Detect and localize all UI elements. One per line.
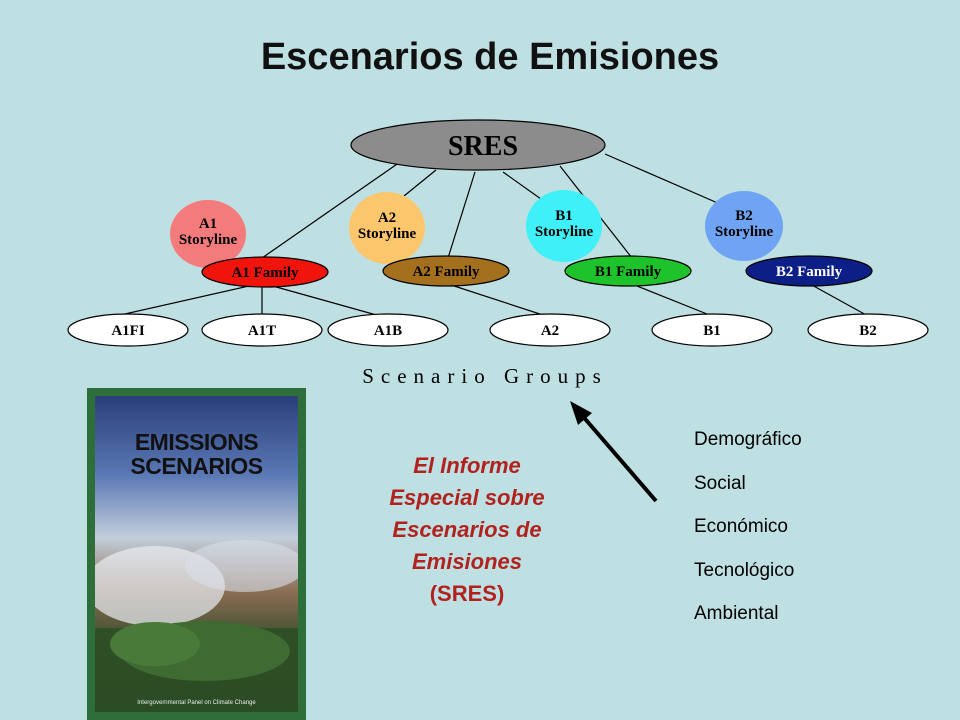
report-line-2: Especial sobre <box>389 485 545 510</box>
factor-item: Demográfico <box>694 429 802 450</box>
book-cover-image: EMISSIONS SCENARIOS Intergovernmental Pa… <box>95 396 298 712</box>
family-node-a1 <box>201 256 329 288</box>
scenario-group-label: A1B <box>374 323 402 339</box>
report-line-4: Emisiones <box>411 549 523 574</box>
storyline-label: Storyline <box>715 224 774 240</box>
storyline-label: A2 <box>378 210 396 226</box>
scenario-group-node <box>651 313 773 347</box>
report-line-1: El Informe <box>413 453 521 478</box>
family-label: A1 Family <box>231 265 299 281</box>
scenario-group-label: A2 <box>541 323 559 339</box>
storyline-node-b2 <box>705 191 783 261</box>
sres-tree-diagram: SRES A1StorylineA2StorylineB1StorylineB2… <box>67 119 929 347</box>
family-node-b2 <box>745 255 873 287</box>
factor-item: Económico <box>694 516 788 537</box>
storyline-label: Storyline <box>179 232 238 248</box>
factor-item: Tecnológico <box>694 559 795 581</box>
storyline-label: Storyline <box>535 224 594 240</box>
storyline-label: A1 <box>199 216 217 232</box>
factor-item: Ambiental <box>694 603 779 624</box>
storyline-node-a2 <box>349 192 425 264</box>
scenario-group-node <box>327 313 449 347</box>
storyline-node-a1 <box>170 200 246 268</box>
storyline-label: Storyline <box>358 226 417 242</box>
family-label: B2 Family <box>776 264 843 280</box>
scenario-group-node <box>67 313 189 347</box>
scenario-group-label: B2 <box>859 323 877 339</box>
scenario-group-node <box>807 313 929 347</box>
family-label: B1 Family <box>595 264 662 280</box>
family-node-b1 <box>564 255 692 287</box>
report-abbr: (SRES) <box>429 581 505 606</box>
scenario-group-label: A1FI <box>111 323 144 339</box>
scenario-group-node <box>489 313 611 347</box>
emissions-scenarios-book-cover: EMISSIONS SCENARIOS Intergovernmental Pa… <box>87 388 306 720</box>
book-title-line2: SCENARIOS <box>130 453 263 479</box>
scenario-groups-caption: Scenario Groups <box>362 364 608 388</box>
sres-root-node <box>350 119 606 171</box>
cover-artwork <box>95 540 298 712</box>
family-node-a2 <box>382 255 510 287</box>
book-title: EMISSIONS SCENARIOS <box>95 430 298 478</box>
factors-list: Demográfico Social Económico Tecnológico… <box>694 428 802 646</box>
storyline-label: B2 <box>735 208 753 224</box>
factor-item: Social <box>694 472 746 494</box>
scenario-group-node <box>201 313 323 347</box>
storyline-node-b1 <box>526 190 602 262</box>
book-title-line1: EMISSIONS <box>134 429 259 455</box>
report-title: El Informe Especial sobre Escenarios de … <box>360 450 574 610</box>
slide-title: Escenarios de Emisiones <box>260 36 720 78</box>
book-footer: Intergovernmental Panel on Climate Chang… <box>137 700 256 706</box>
scenario-group-label: B1 <box>703 323 721 339</box>
report-line-3: Escenarios de <box>392 517 542 542</box>
pointer-arrow <box>570 401 658 503</box>
scenario-group-label: A1T <box>248 323 276 339</box>
connector-lines <box>115 153 869 317</box>
family-label: A2 Family <box>412 264 480 280</box>
sres-root-label: SRES <box>448 131 518 162</box>
storyline-label: B1 <box>555 208 573 224</box>
